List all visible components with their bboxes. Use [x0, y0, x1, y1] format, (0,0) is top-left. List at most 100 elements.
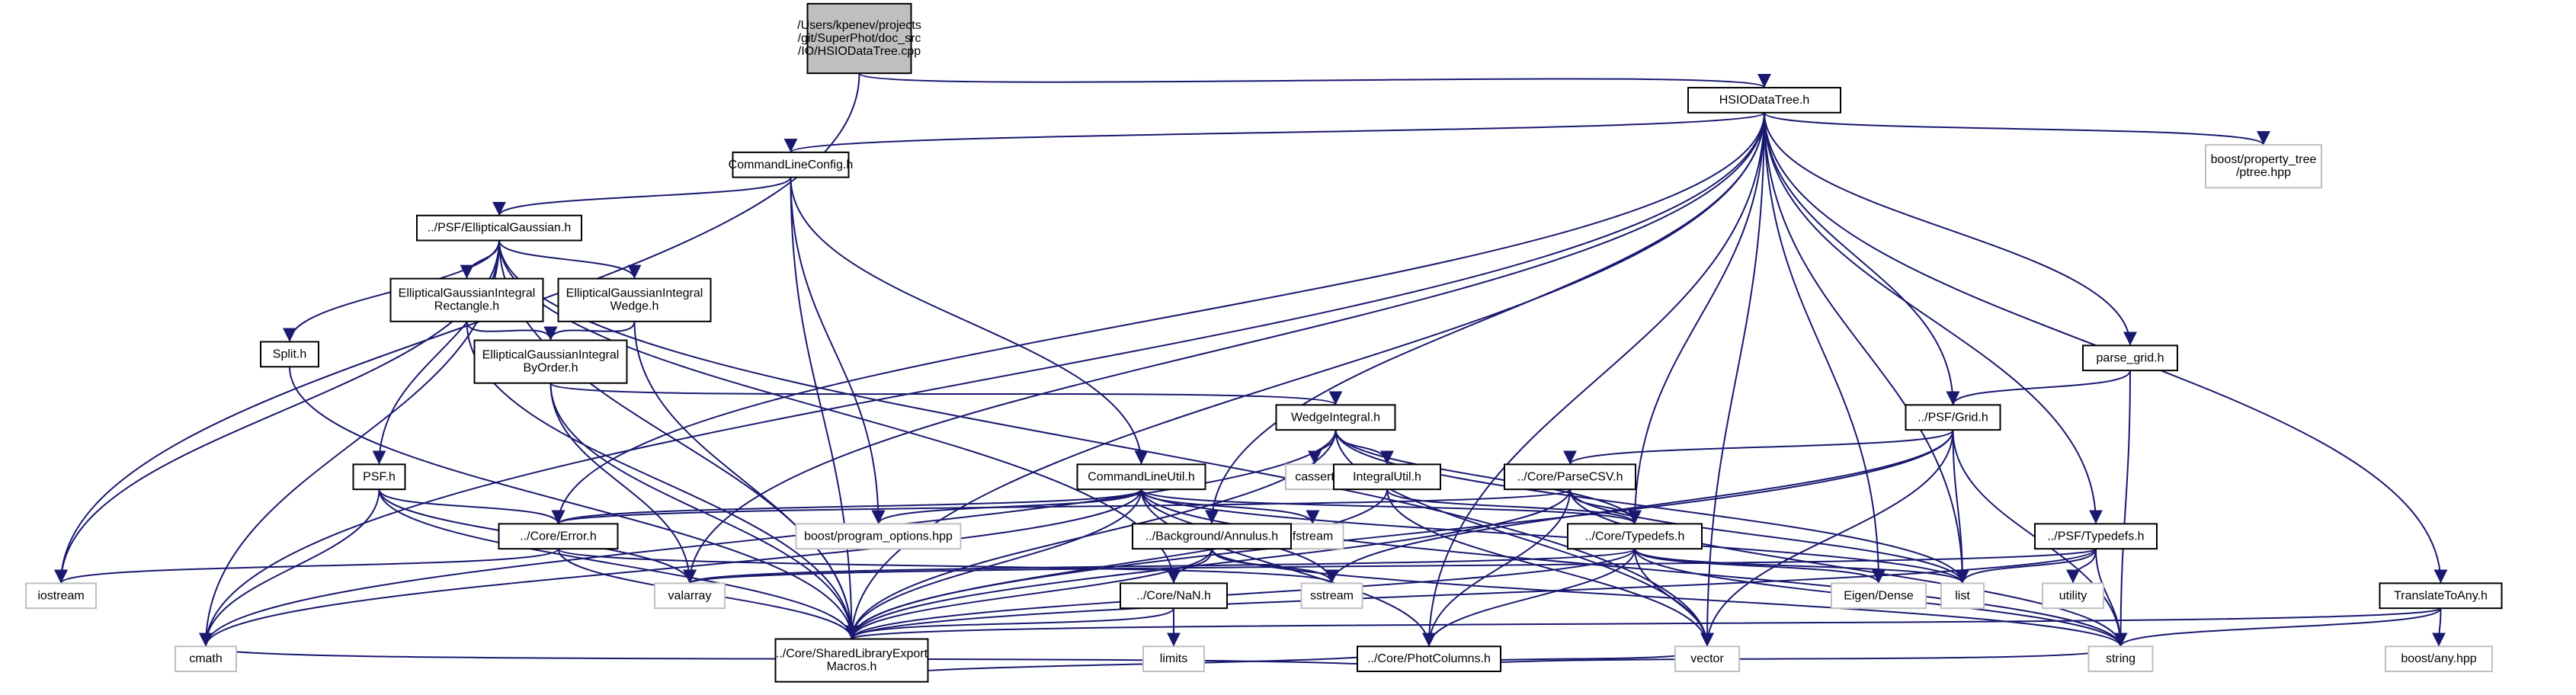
node-root[interactable]: /Users/kpenev/projects/git/SuperPhot/doc…	[797, 2, 921, 75]
edge-cmdutil-to-coretypedefs	[1140, 488, 1642, 525]
edge-line	[844, 489, 1388, 639]
node-label: fstream	[1293, 530, 1333, 543]
edge-line	[844, 645, 1430, 683]
edge-annulus-to-shared	[844, 548, 1213, 639]
edge-parsecsv-to-coreerror	[552, 488, 1571, 525]
edge-egiwedge-to-egibyorder	[543, 321, 636, 341]
node-wedgeint[interactable]: WedgeIntegral.h	[1275, 404, 1396, 431]
edge-cmdutil-to-fstream	[1140, 488, 1320, 524]
node-box	[557, 277, 712, 322]
node-box	[352, 463, 406, 491]
node-integralutil[interactable]: IntegralUtil.h	[1333, 463, 1441, 491]
node-box	[498, 523, 619, 550]
node-utility: utility	[2042, 582, 2104, 610]
edge-line	[1764, 112, 1960, 405]
edge-parsecsv-to-list	[1569, 488, 1969, 584]
node-label: /ptree.hpp	[2236, 166, 2291, 179]
node-label: EllipticalGaussianIntegral	[566, 287, 703, 300]
node-label: parse_grid.h	[2097, 351, 2164, 364]
edge-cmdcfg-to-ellgauss	[492, 177, 792, 216]
edge-line	[2432, 608, 2446, 647]
node-label: WedgeIntegral.h	[1291, 411, 1380, 424]
node-parsegrid[interactable]: parse_grid.h	[2082, 344, 2178, 372]
edge-cmdcfg-to-cmdutil	[790, 177, 1149, 465]
edge-line	[2113, 370, 2131, 647]
edge-line	[1334, 430, 1969, 584]
node-label: valarray	[668, 589, 712, 602]
node-box	[2034, 523, 2158, 550]
edge-ellgauss-to-psf	[372, 240, 500, 465]
node-cmdutil[interactable]: CommandLineUtil.h	[1076, 463, 1206, 491]
edge-cmdutil-to-string	[1140, 489, 2128, 647]
edge-parsecsv-to-photcols	[1422, 489, 1571, 647]
node-label: HSIODataTree.h	[1719, 94, 1810, 107]
edge-line	[1211, 548, 2128, 647]
edge-hsio-to-eigen	[1764, 112, 1886, 584]
edge-line	[1946, 370, 2131, 405]
edge-line	[790, 177, 1149, 465]
edge-line	[684, 548, 2097, 585]
node-psfgrid[interactable]: ../PSF/Grid.h	[1905, 404, 2001, 431]
edge-line	[543, 321, 636, 341]
node-split[interactable]: Split.h	[260, 341, 319, 368]
node-label: cassert	[1295, 470, 1334, 483]
node-cmath: cmath	[175, 645, 237, 673]
node-fstream: fstream	[1281, 523, 1344, 550]
edge-integralutil-to-shared	[844, 489, 1388, 639]
edge-egibyorder-to-shared	[549, 383, 859, 639]
node-box	[1142, 645, 1205, 673]
edge-line	[1700, 112, 1765, 647]
edge-line	[1140, 488, 1642, 525]
node-label: Macros.h	[827, 661, 877, 674]
node-psf[interactable]: PSF.h	[352, 463, 406, 491]
edge-line	[1563, 429, 1954, 465]
edge-line	[1952, 430, 1969, 584]
edge-line	[1764, 112, 2103, 524]
node-ellgauss[interactable]: ../PSF/EllipticalGaussian.h	[416, 214, 582, 242]
edge-line	[1628, 112, 1765, 524]
node-hsio[interactable]: HSIODataTree.h	[1687, 87, 1841, 114]
node-coretypedefs[interactable]: ../Core/Typedefs.h	[1567, 523, 1703, 550]
node-annulus[interactable]: ../Background/Annulus.h	[1132, 523, 1292, 550]
node-label: boost/program_options.hpp	[804, 530, 953, 543]
edge-line	[199, 430, 1337, 647]
node-cmdcfg[interactable]: CommandLineConfig.h	[729, 151, 854, 178]
node-box	[473, 339, 628, 384]
node-progopts: boost/program_options.hpp	[795, 523, 962, 550]
edge-line	[551, 488, 1142, 525]
node-photcols[interactable]: ../Core/PhotColumns.h	[1357, 645, 1501, 673]
node-label: ../PSF/EllipticalGaussian.h	[428, 222, 572, 235]
node-coreerror[interactable]: ../Core/Error.h	[498, 523, 619, 550]
edge-line	[549, 382, 1342, 406]
edge-psftypedefs-to-utility	[2066, 549, 2097, 584]
node-box	[2205, 144, 2322, 189]
node-label: Split.h	[273, 348, 306, 360]
node-eigen: Eigen/Dense	[1831, 582, 1927, 610]
node-label: ../Core/ParseCSV.h	[1517, 470, 1623, 483]
node-label: Wedge.h	[610, 300, 659, 313]
edge-root-to-hsio	[858, 72, 1771, 88]
node-parsecsv[interactable]: ../Core/ParseCSV.h	[1504, 463, 1636, 491]
edge-egirect-to-egibyorder	[466, 321, 558, 341]
node-label: ../Background/Annulus.h	[1145, 530, 1278, 543]
edge-line	[1764, 112, 1969, 584]
edge-line	[1140, 489, 2128, 647]
edge-line	[289, 367, 859, 639]
edge-line	[372, 240, 500, 465]
node-label: ../PSF/Grid.h	[1918, 411, 1988, 424]
node-translate[interactable]: TranslateToAny.h	[2379, 582, 2503, 610]
node-label: ../Core/Typedefs.h	[1585, 530, 1685, 543]
edge-hsio-to-vector	[1700, 112, 1765, 647]
node-label: ../Core/SharedLibraryExport	[776, 648, 928, 661]
node-psftypedefs[interactable]: ../PSF/Typedefs.h	[2034, 523, 2158, 550]
edge-line	[683, 112, 1765, 584]
edge-wedgeint-to-list	[1334, 430, 1969, 584]
node-box	[2087, 645, 2154, 673]
node-corenan[interactable]: ../Core/NaN.h	[1120, 582, 1228, 610]
edge-wedgeint-to-cmath	[199, 430, 1337, 647]
edge-line	[1211, 548, 1339, 584]
